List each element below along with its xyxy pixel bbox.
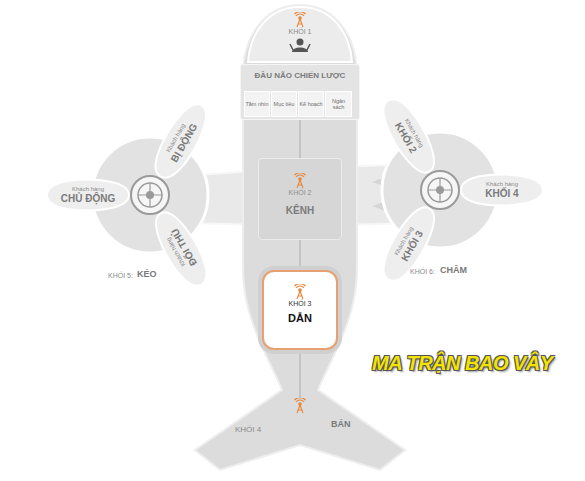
node-heading: Mục tiêu bbox=[272, 101, 296, 107]
node-heading: KHỐI 2 bbox=[289, 189, 312, 197]
node-heading: ĐẦU NÃO CHIẾN LƯỢC bbox=[241, 72, 359, 81]
block-label: KHỐI 6: bbox=[410, 268, 435, 276]
nose-dome bbox=[248, 7, 352, 62]
tower-icon bbox=[293, 398, 307, 414]
icon-holder bbox=[293, 398, 307, 418]
blade-node: Khách hàngKHỐI 2 bbox=[372, 90, 446, 182]
cell-node: Mục tiêu bbox=[271, 91, 297, 117]
watermark: MA TRẬN BAO VÂY bbox=[372, 352, 553, 374]
tower-icon bbox=[293, 173, 307, 189]
blade-node: Khách hàngĐỐI THỦ bbox=[144, 203, 218, 295]
node-heading: Khách hàng bbox=[486, 181, 518, 188]
hub-centre bbox=[131, 176, 169, 214]
cell-node: Tầm nhìn bbox=[244, 91, 270, 117]
dan-node: KHỐI 3 DẪN bbox=[262, 270, 338, 350]
node-heading: Tầm nhìn bbox=[245, 101, 269, 107]
person-icon bbox=[289, 38, 311, 52]
cell-node: Kế hoạch bbox=[298, 91, 324, 117]
node-heading: KHỐI 1 bbox=[289, 28, 312, 36]
block-label: KHỐI 5: bbox=[108, 272, 133, 280]
node-title: BÁN bbox=[331, 420, 351, 430]
body bbox=[195, 5, 405, 470]
hub-centre bbox=[421, 171, 459, 209]
blade-node: Khách hàngCHỦ ĐỘNG bbox=[45, 177, 131, 213]
node-title: KÊNH bbox=[286, 205, 314, 216]
node-heading: Kế hoạch bbox=[299, 101, 323, 107]
tail-node: KHỐI 4 BÁN bbox=[205, 398, 395, 460]
band-node: ĐẦU NÃO CHIẾN LƯỢC Tầm nhìnMục tiêuKế hoạ… bbox=[240, 64, 360, 120]
block-title: KÉO bbox=[137, 270, 157, 280]
connector-line bbox=[299, 240, 301, 270]
node-title: CHỦ ĐỘNG bbox=[61, 193, 115, 204]
blade-node: Khách hàngBỊ ĐỘNG bbox=[144, 95, 218, 187]
node-title: KHỐI 4 bbox=[485, 188, 518, 199]
node-heading: KHỐI 3 bbox=[289, 300, 312, 308]
node-heading: Ngân sách bbox=[327, 98, 351, 110]
blade-node: Khách hàngKHỐI 3 bbox=[372, 198, 446, 290]
block-title: CHĂM bbox=[440, 266, 467, 276]
connector-line bbox=[299, 350, 301, 398]
kenh-node: KHỐI 2 KÊNH bbox=[258, 158, 342, 240]
node-heading: Khách hàng bbox=[72, 186, 104, 193]
tower-icon bbox=[293, 12, 307, 28]
tower-icon bbox=[293, 284, 307, 300]
blade-node: Khách hàngKHỐI 4 bbox=[459, 172, 545, 208]
node-title: DẪN bbox=[288, 312, 312, 324]
nose-node: KHỐI 1 bbox=[262, 8, 338, 62]
connector-line bbox=[299, 120, 301, 158]
node-heading: KHỐI 4 bbox=[235, 426, 261, 435]
cell-node: Ngân sách bbox=[325, 91, 352, 117]
